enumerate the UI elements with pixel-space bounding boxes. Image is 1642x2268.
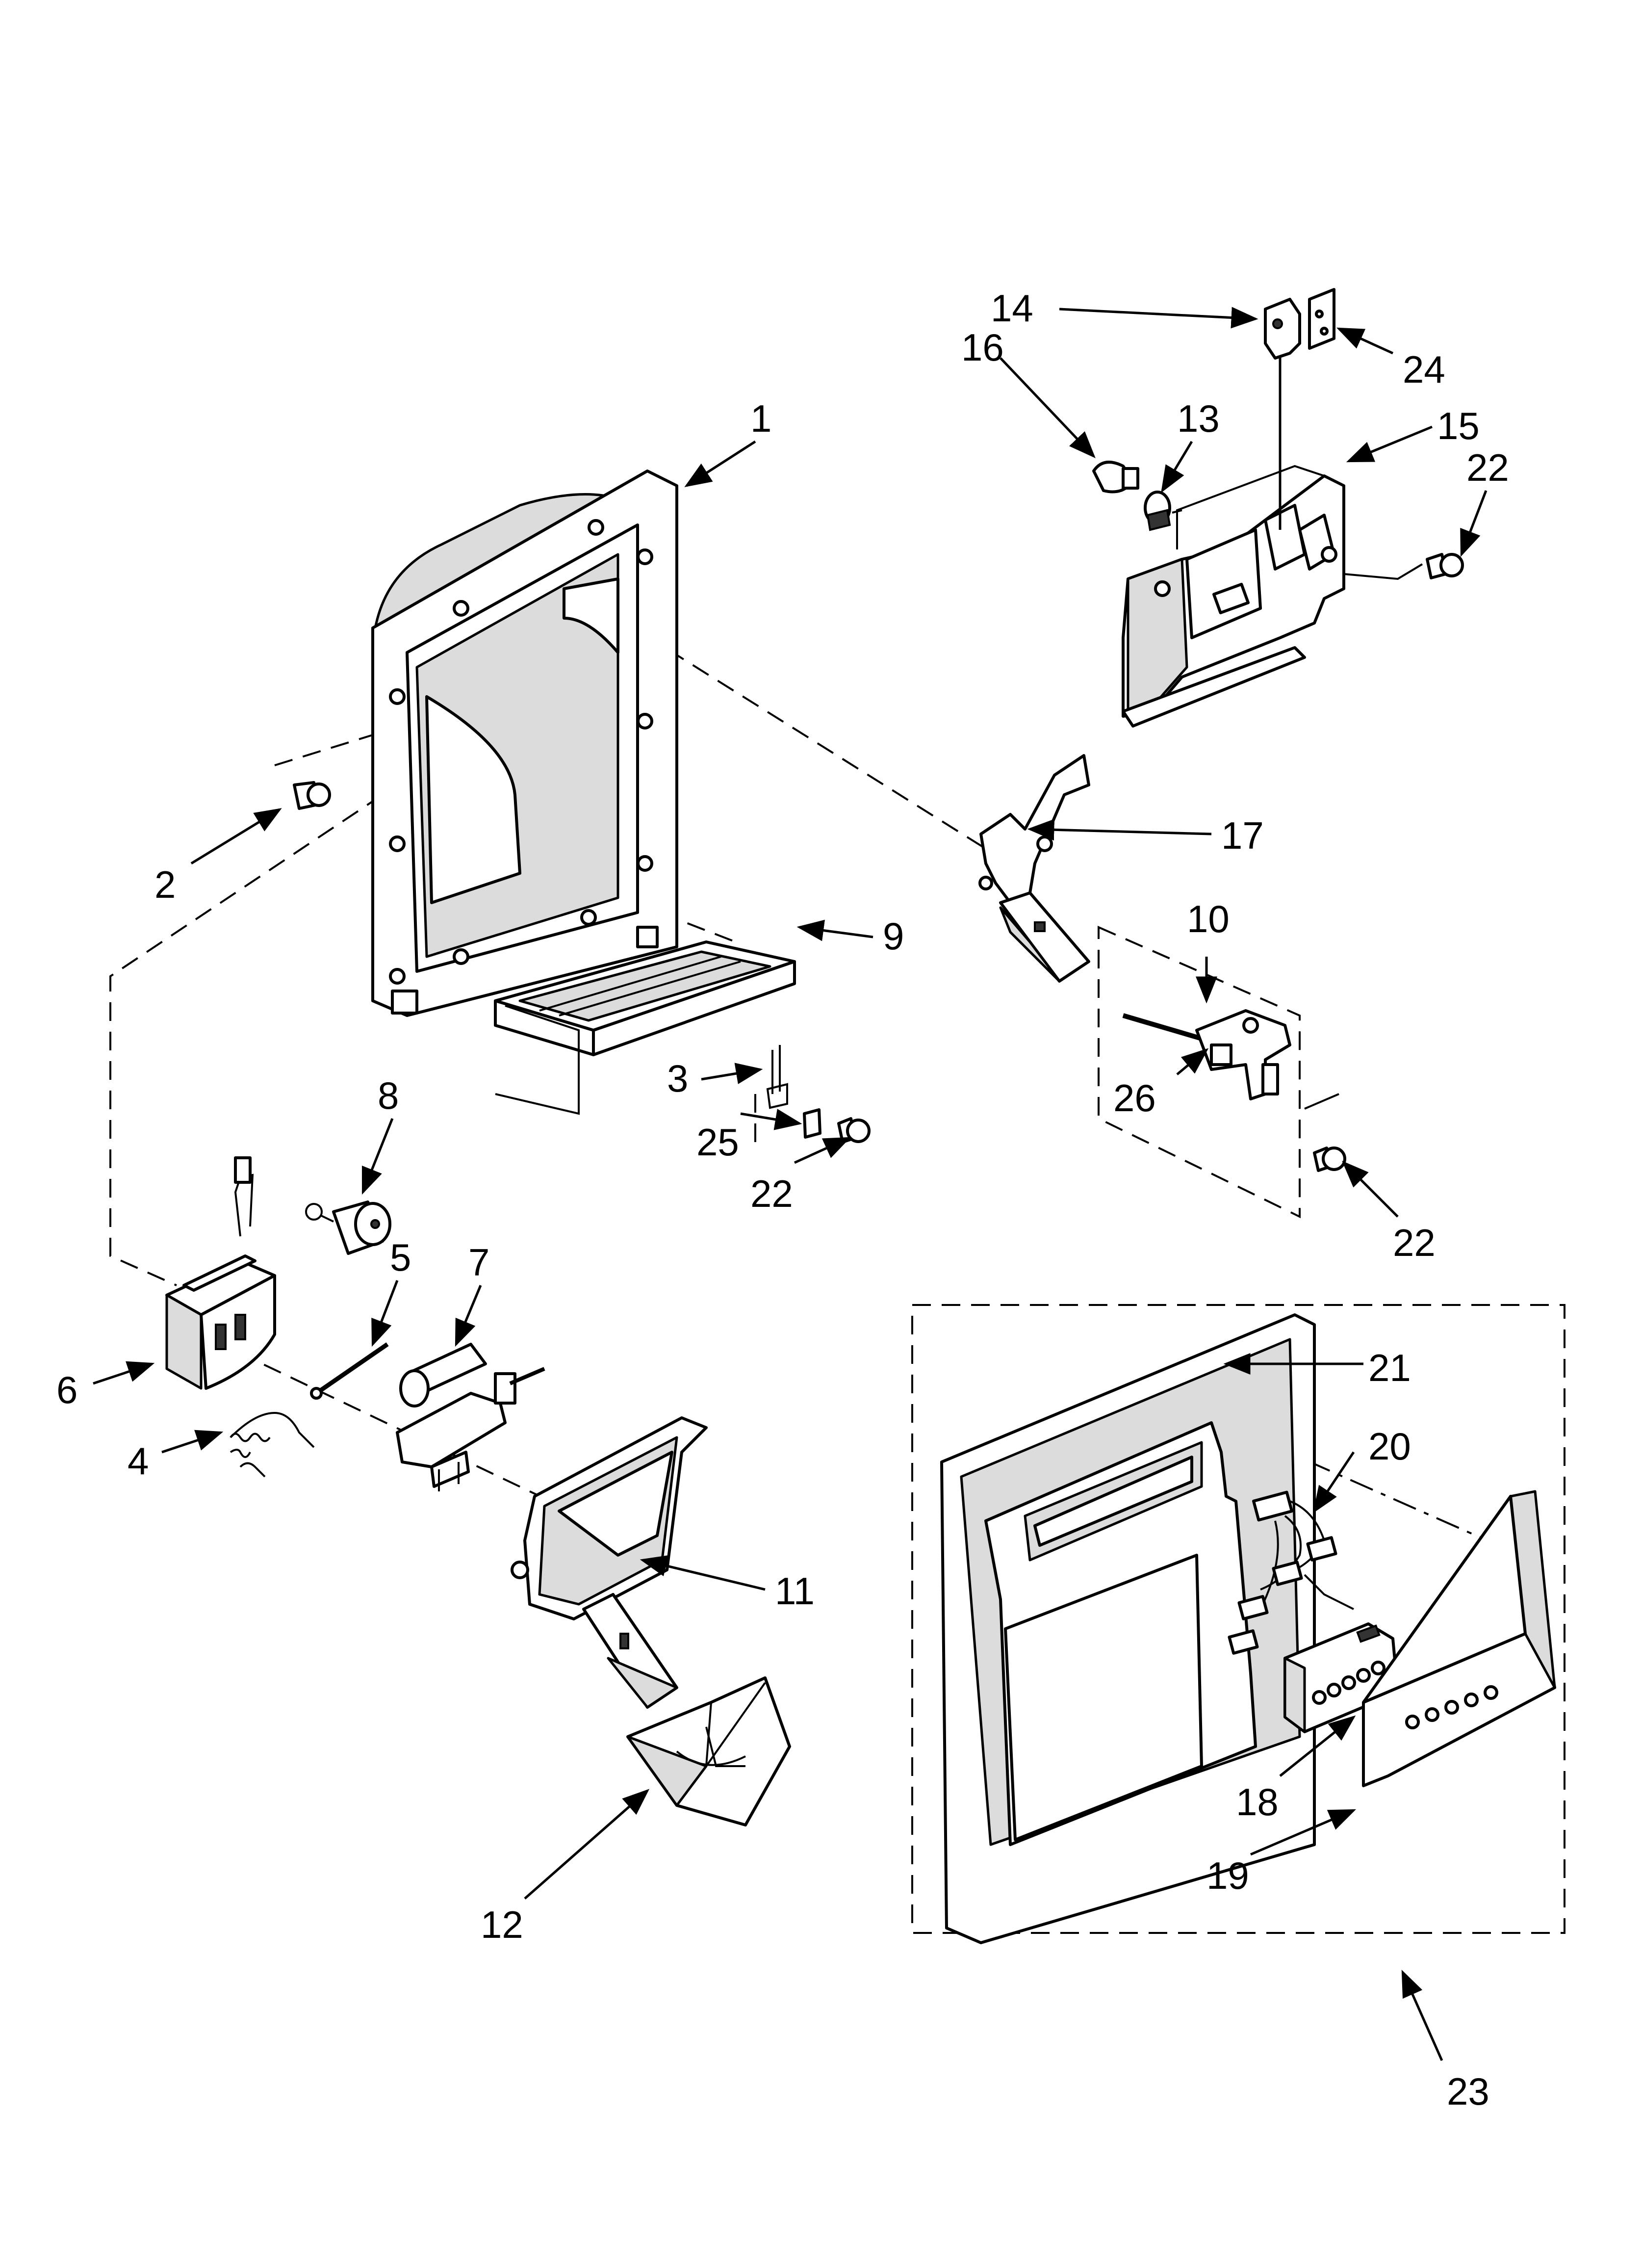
lamp-bulb-part-16 — [1092, 461, 1139, 494]
callout-12: 12 — [481, 1903, 523, 1946]
switch-board-part-18 — [1283, 1622, 1399, 1733]
callout-13: 13 — [1177, 397, 1220, 440]
clip-part-3 — [766, 1045, 788, 1109]
wire-harness-part-20 — [1228, 1490, 1354, 1655]
callout-18: 18 — [1236, 1780, 1279, 1824]
callout-22-upper: 22 — [1466, 446, 1509, 489]
callout-22-right: 22 — [1393, 1221, 1436, 1264]
callout-26: 26 — [1113, 1076, 1156, 1120]
callout-8: 8 — [378, 1074, 399, 1117]
callout-22-center: 22 — [750, 1172, 793, 1215]
callout-19: 19 — [1206, 1854, 1249, 1897]
switch-part-14 — [1264, 298, 1301, 360]
dispenser-housing-part-1 — [371, 469, 678, 1017]
callout-10: 10 — [1187, 897, 1230, 940]
screw-part-22-center — [837, 1117, 871, 1144]
screw-part-22-upper — [1426, 553, 1464, 579]
leader-lines — [93, 307, 1488, 2061]
insulator-part-24 — [1308, 288, 1335, 350]
callout-17: 17 — [1221, 814, 1264, 857]
callout-24: 24 — [1403, 348, 1445, 391]
callout-20: 20 — [1368, 1425, 1411, 1468]
callout-16: 16 — [961, 326, 1004, 369]
callout-2: 2 — [154, 863, 176, 906]
callout-1: 1 — [750, 397, 771, 440]
callout-21: 21 — [1368, 1346, 1411, 1389]
callout-5: 5 — [390, 1236, 411, 1279]
callout-labels: 1 2 3 4 5 6 7 8 9 10 11 12 13 14 15 16 1… — [56, 287, 1509, 2113]
callout-11: 11 — [775, 1569, 815, 1613]
paddle-part-17 — [978, 754, 1090, 983]
actuator-arm-part-26 — [1122, 1009, 1291, 1100]
screw-part-2 — [293, 781, 331, 810]
callout-23: 23 — [1447, 2070, 1489, 2113]
callout-25: 25 — [696, 1121, 739, 1164]
callout-3: 3 — [667, 1057, 688, 1100]
callout-15: 15 — [1437, 404, 1480, 447]
drip-tray-part-9 — [494, 940, 796, 1115]
spring-part-4 — [230, 1411, 315, 1478]
bracket-part-15 — [1122, 324, 1423, 728]
callout-4: 4 — [128, 1439, 149, 1483]
funnel-part-12 — [626, 1676, 791, 1826]
chute-part-11 — [511, 1416, 708, 1709]
callout-14: 14 — [991, 287, 1033, 330]
solenoid-part-8 — [305, 1200, 391, 1255]
callout-9: 9 — [883, 914, 904, 958]
lever-part-7 — [396, 1343, 545, 1491]
control-overlay-part-19 — [1362, 1490, 1556, 1787]
lamp-socket-part-13 — [1144, 491, 1182, 531]
front-panel-part-21 — [940, 1313, 1316, 1944]
spacer-part-25 — [803, 1108, 821, 1139]
assembly-lines — [109, 617, 1565, 1934]
callout-7: 7 — [468, 1241, 489, 1284]
callout-6: 6 — [56, 1368, 77, 1411]
actuator-part-6 — [165, 1156, 276, 1390]
pin-part-5 — [310, 1342, 389, 1400]
screw-part-22-right — [1313, 1147, 1346, 1172]
